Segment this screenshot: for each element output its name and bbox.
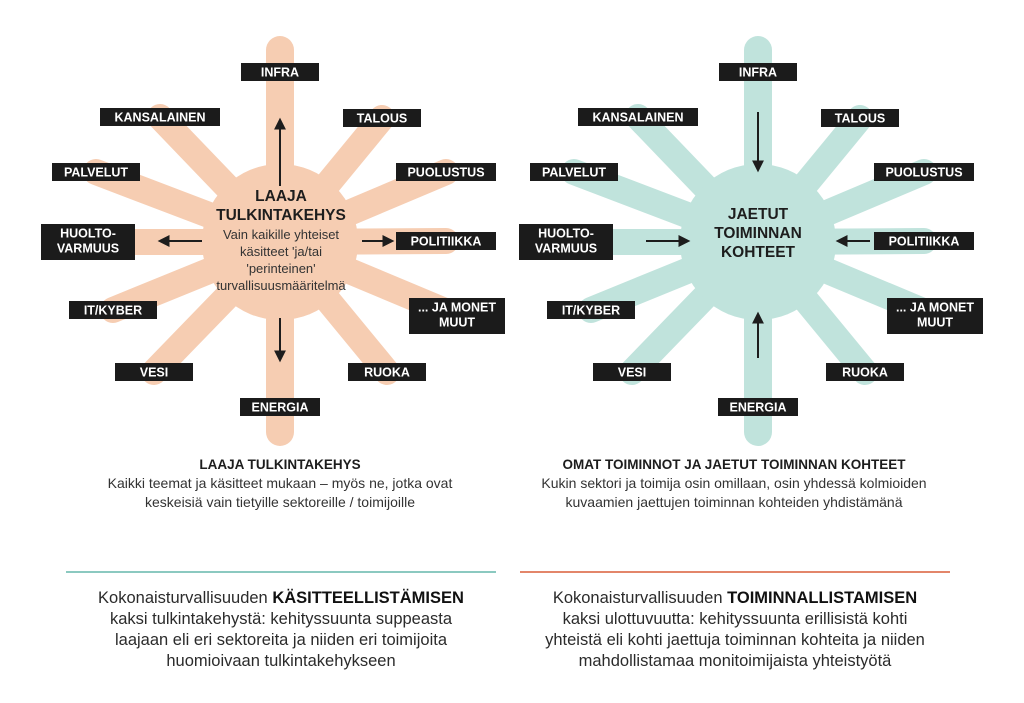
right-label-box-ruoka [826,363,904,381]
left-summary-first-line: Kokonaisturvallisuuden KÄSITTEELLISTÄMIS… [50,588,512,609]
right-label-infra: INFRA [739,66,777,80]
left-label-box-kansalainen [100,108,220,126]
left-label-puolustus: PUOLUSTUS [407,166,484,180]
left-label-huolto: HUOLTO- [60,227,116,241]
right-label-ruoka: RUOKA [842,366,888,380]
left-label-infra: INFRA [261,66,299,80]
right-label-vesi: VESI [618,366,647,380]
right-center-title: TOIMINNAN [714,225,802,242]
right-label-huolto: VARMUUS [535,242,597,256]
right-label-energia: ENERGIA [730,401,787,415]
left-caption-line: Kaikki teemat ja käsitteet mukaan – myös… [107,475,453,491]
left-label-vesi: VESI [140,366,169,380]
left-label-box-puolustus [396,163,496,181]
left-label-palvelut: PALVELUT [64,166,128,180]
left-center-title: TULKINTAKEHYS [216,207,346,224]
left-summary-line: laajaan eli eri sektoreita ja niiden eri… [114,631,447,649]
right-divider [520,571,950,573]
right-label-box-energia [718,398,798,416]
right-summary: Kokonaisturvallisuuden TOIMINNALLISTAMIS… [500,588,970,672]
left-star-diagram: INFRA TALOUS PUOLUSTUS POLITIIKKA ... JA MON… [41,36,505,446]
left-label-huolto: VARMUUS [57,242,119,256]
right-caption-title: OMAT TOIMINNOT JA JAETUT TOIMINNAN KOHTE… [562,457,906,472]
left-center-text: käsitteet 'ja/tai [240,244,322,259]
left-label-box-muut [409,298,505,334]
left-summary-line: huomioivaan tulkintakehykseen [166,652,396,670]
left-center-title: LAAJA [255,188,307,205]
right-label-box-muut [887,298,983,334]
left-label-box-huolto [41,224,135,260]
left-label-ruoka: RUOKA [364,366,410,380]
right-summary-line: mahdollistamaa monitoimijaista yhteistyö… [578,652,892,670]
right-label-box-huolto [519,224,613,260]
right-summary-first-line: Kokonaisturvallisuuden TOIMINNALLISTAMIS… [500,588,970,609]
left-caption: LAAJA TULKINTAKEHYS Kaikki teemat ja käs… [60,455,500,512]
right-label-talous: TALOUS [835,112,885,126]
right-label-box-itkyber [547,301,635,319]
right-label-box-palvelut [530,163,618,181]
right-label-box-puolustus [874,163,974,181]
left-center-circle [202,164,358,320]
right-summary-line: yhteistä eli kohti jaettuja toiminnan ko… [545,631,925,649]
right-label-box-politiikka [874,232,974,250]
right-caption-line: kuvaamien jaettujen toiminnan kohteiden … [565,494,903,510]
left-label-box-itkyber [69,301,157,319]
right-label-puolustus: PUOLUSTUS [885,166,962,180]
left-label-box-energia [240,398,320,416]
right-summary-line: kaksi ulottuvuutta: kehityssuunta erilli… [562,610,908,628]
left-label-talous: TALOUS [357,112,407,126]
left-label-box-talous [343,109,421,127]
left-summary-line: kaksi tulkintakehystä: kehityssuunta sup… [109,610,453,628]
right-star-diagram: INFRA TALOUS PUOLUSTUS POLITIIKKA ... JA MON… [519,36,983,446]
left-label-energia: ENERGIA [252,401,309,415]
left-summary: Kokonaisturvallisuuden KÄSITTEELLISTÄMIS… [50,588,512,672]
left-label-muut: MUUT [439,316,475,330]
left-center-text: 'perinteinen' [246,261,315,276]
left-label-box-vesi [115,363,193,381]
right-label-box-vesi [593,363,671,381]
left-center-text: Vain kaikille yhteiset [223,227,339,242]
left-divider [66,571,496,573]
left-label-itkyber: IT/KYBER [84,304,142,318]
right-label-itkyber: IT/KYBER [562,304,620,318]
right-label-huolto: HUOLTO- [538,227,594,241]
left-center-text: turvallisuusmääritelmä [216,278,346,293]
right-label-muut: MUUT [917,316,953,330]
left-label-box-palvelut [52,163,140,181]
right-center-title: JAETUT [728,206,789,223]
right-label-box-kansalainen [578,108,698,126]
left-summary-prefix: Kokonaisturvallisuuden [98,589,268,607]
right-center-title: KOHTEET [721,244,796,261]
right-label-palvelut: PALVELUT [542,166,606,180]
right-label-box-talous [821,109,899,127]
left-label-box-infra [241,63,319,81]
right-label-kansalainen: KANSALAINEN [593,111,684,125]
left-label-box-politiikka [396,232,496,250]
right-label-muut: ... JA MONET [896,301,974,315]
right-caption: OMAT TOIMINNOT JA JAETUT TOIMINNAN KOHTE… [514,455,954,512]
left-label-politiikka: POLITIIKKA [411,235,482,249]
right-label-box-infra [719,63,797,81]
right-summary-prefix: Kokonaisturvallisuuden [552,589,723,607]
left-label-box-ruoka [348,363,426,381]
right-summary-keyword: TOIMINNALLISTAMISEN [727,589,918,607]
right-center-circle [680,164,836,320]
right-label-politiikka: POLITIIKKA [889,235,960,249]
left-summary-keyword: KÄSITTEELLISTÄMISEN [272,589,464,607]
left-label-kansalainen: KANSALAINEN [115,111,206,125]
right-caption-line: Kukin sektori ja toimija osin omillaan, … [541,475,927,491]
left-caption-title: LAAJA TULKINTAKEHYS [199,457,361,472]
left-label-muut: ... JA MONET [418,301,496,315]
left-caption-line: keskeisiä vain tietyille sektoreille / t… [145,494,415,510]
